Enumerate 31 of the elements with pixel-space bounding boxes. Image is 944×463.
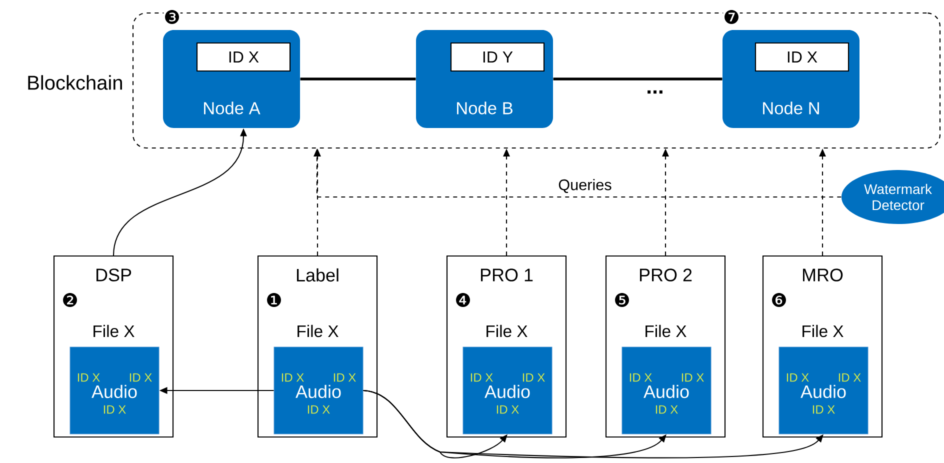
id-box: ID Y [450, 42, 545, 72]
callout-number: ❸ [164, 10, 180, 24]
party-name: DSP [96, 268, 132, 282]
connector [553, 78, 722, 80]
audio-block: ID X ID X Audio ID X [778, 346, 868, 434]
audio-block: ID X ID X Audio ID X [622, 346, 712, 434]
callout-number: ❷ [63, 293, 77, 307]
party-name: Label [296, 268, 338, 282]
edge-label: Queries [556, 178, 614, 194]
audio-block: ID X ID X Audio ID X [274, 346, 364, 434]
connector [300, 78, 416, 80]
callout-number: ❼ [723, 10, 740, 24]
edge-label: ... [644, 89, 666, 95]
party-name: MRO [803, 268, 843, 282]
party-name: PRO 1 [480, 268, 533, 282]
file-label: File X [486, 324, 528, 338]
callout-number: ❻ [772, 293, 786, 307]
callout-number: ❹ [456, 293, 470, 307]
audio-block: ID X ID X Audio ID X [462, 346, 552, 434]
party-name: PRO 2 [640, 268, 692, 282]
file-label: File X [646, 324, 686, 338]
file-label: File X [298, 324, 338, 338]
id-box: ID X [754, 42, 850, 72]
file-label: File X [94, 324, 134, 338]
audio-block: ID X ID X Audio ID X [70, 346, 160, 434]
callout-number: ❶ [267, 293, 281, 307]
callout-number: ❺ [615, 293, 629, 307]
file-label: File X [802, 324, 844, 338]
id-box: ID X [196, 42, 291, 72]
connector [363, 390, 824, 458]
node-label: Blockchain [28, 75, 122, 90]
